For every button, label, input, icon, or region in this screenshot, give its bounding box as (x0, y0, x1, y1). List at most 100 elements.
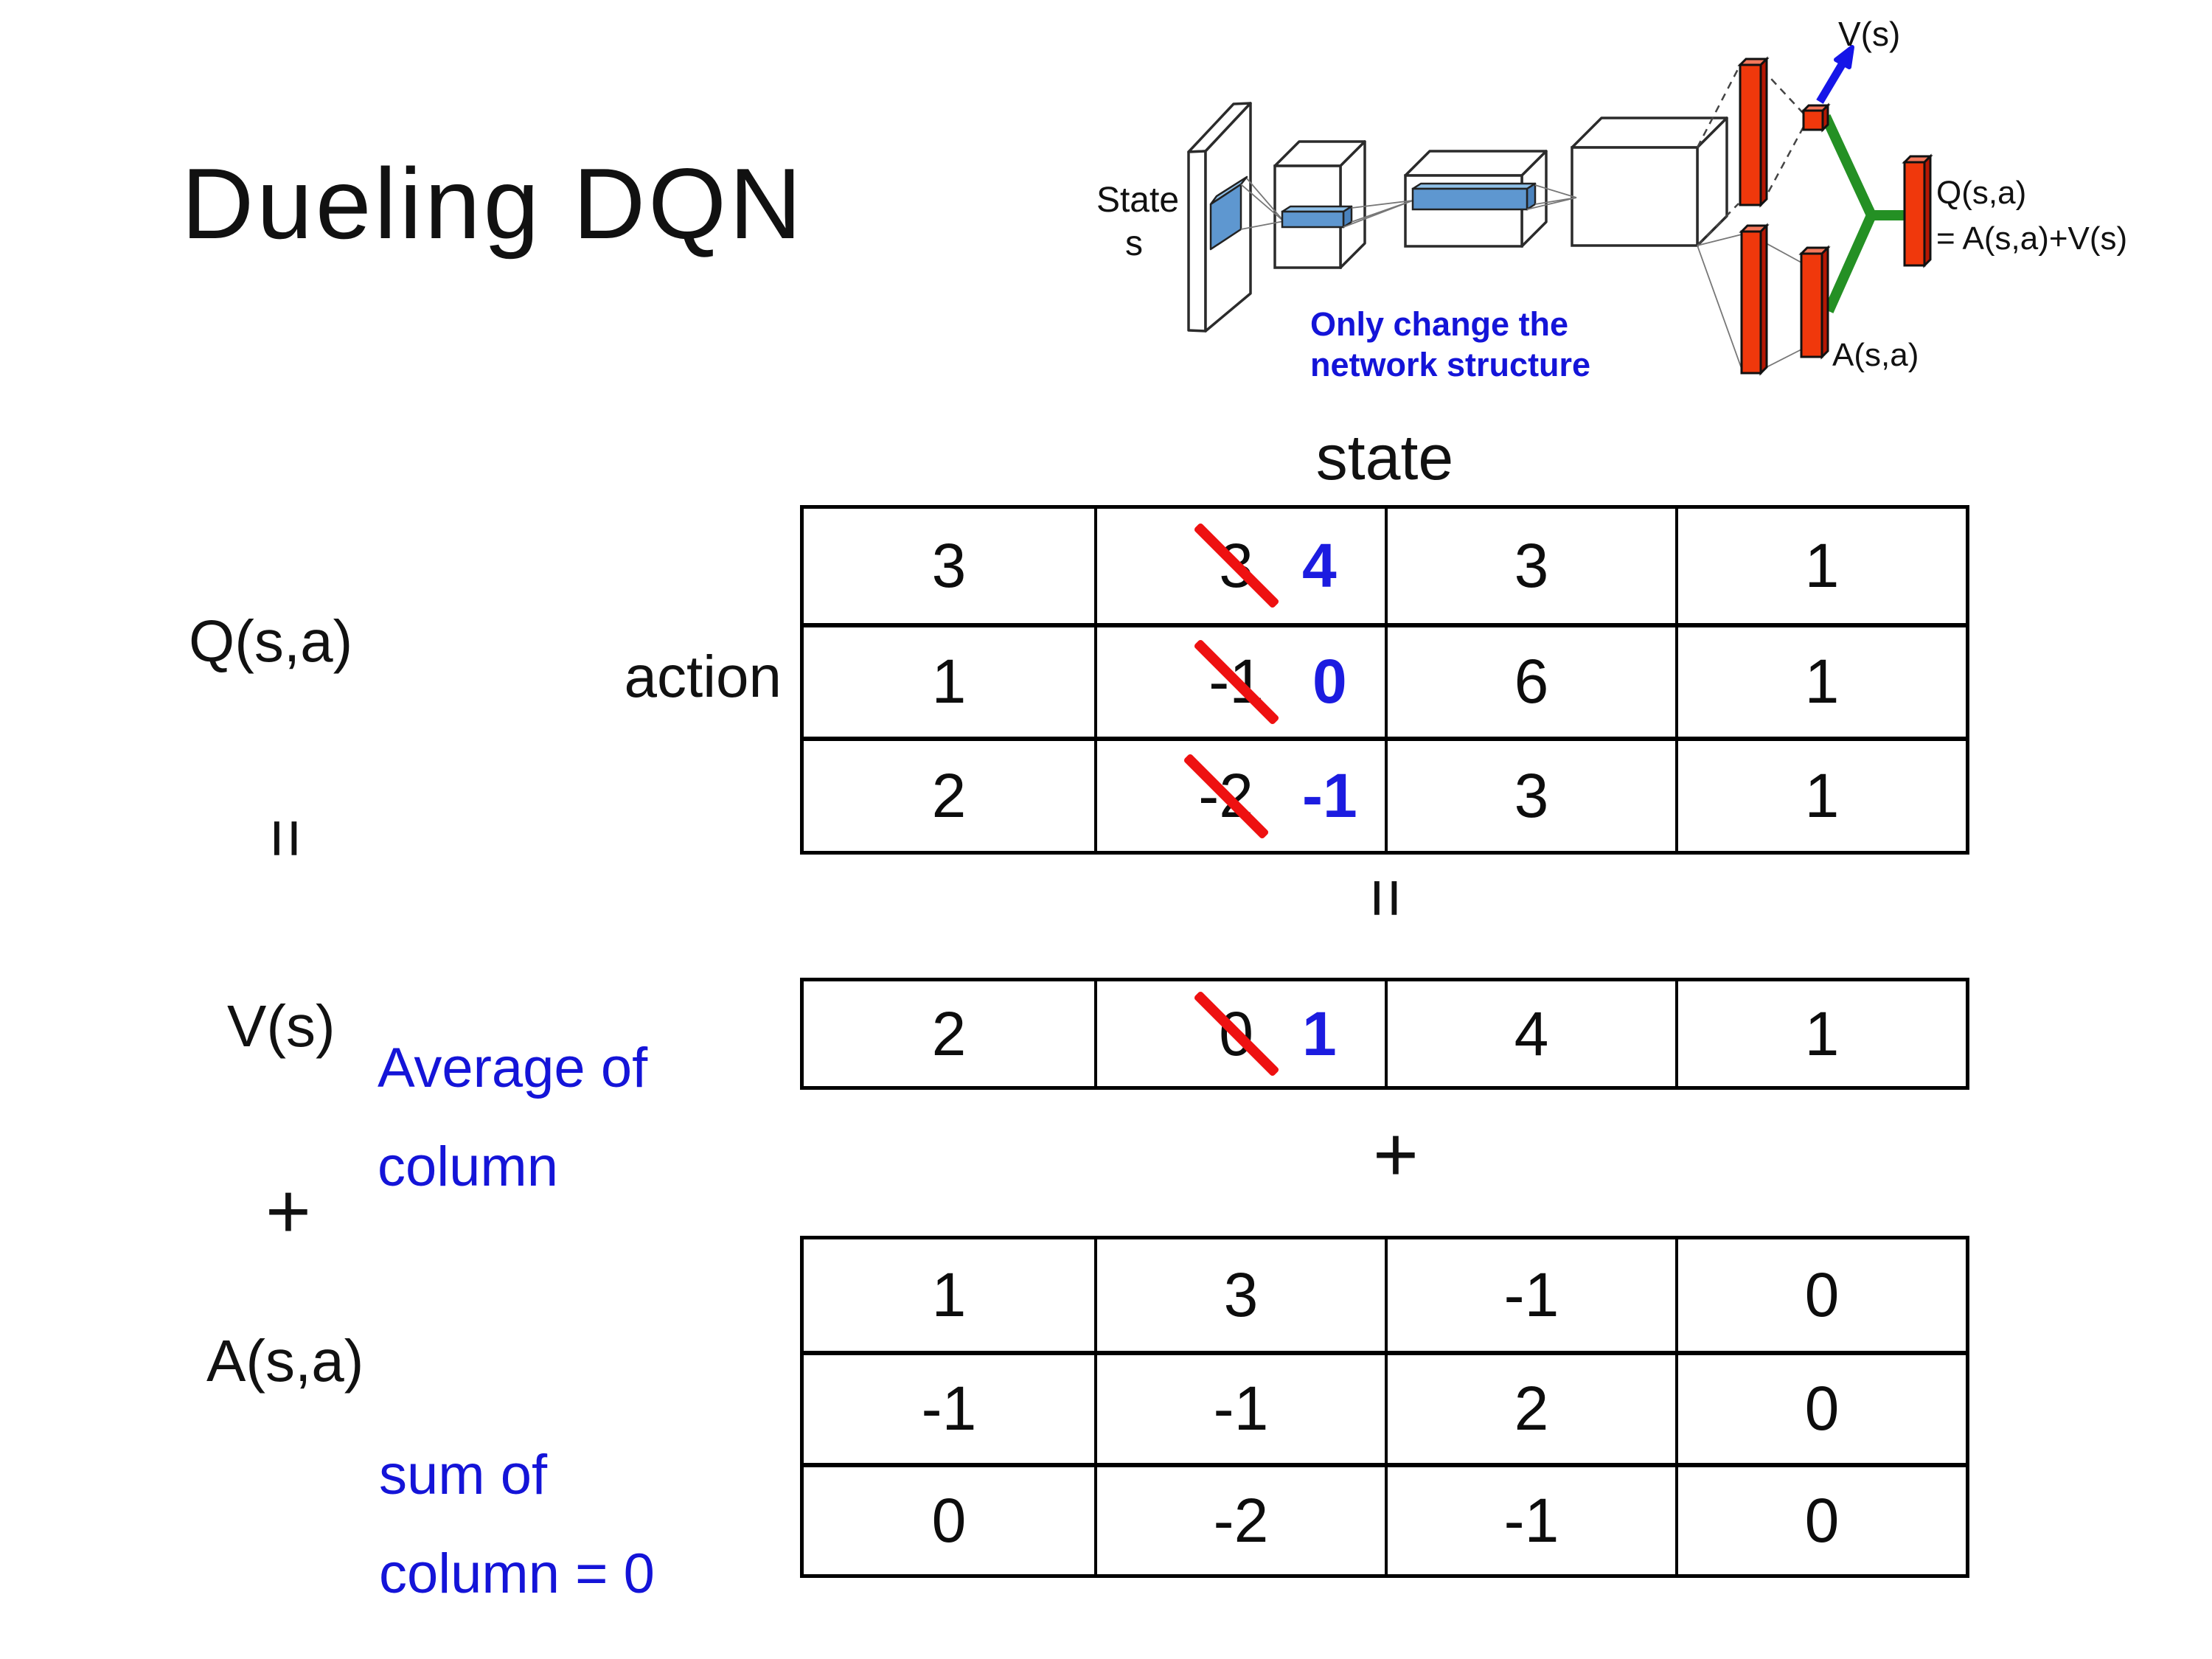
cell-value: 3 (1223, 1260, 1259, 1330)
matrix-cell: 0 (1675, 1239, 1966, 1352)
matrix-cell: 1 (1675, 509, 1966, 623)
matrix-cell: 0 (1675, 1462, 1966, 1574)
matrix-cell: 0 1 (1094, 981, 1385, 1086)
old-value-wrap: 3 (1192, 522, 1280, 610)
matrix-cell: -1 (1385, 1462, 1675, 1574)
cell-value: 1 (1804, 647, 1840, 717)
v-scalar-box (1801, 102, 1831, 133)
cell-value: 0 (1804, 1485, 1840, 1555)
cell-value: -1 (921, 1374, 977, 1444)
average-note: Average of column (378, 1019, 647, 1217)
diagram-state-label: State (1096, 181, 1179, 220)
new-value: 1 (1302, 998, 1337, 1068)
cell-value: 3 (1514, 761, 1549, 831)
plus-sign-left: + (265, 1167, 311, 1255)
diagram-a-label: A(s,a) (1832, 337, 1919, 373)
cell-value: 1 (1804, 530, 1840, 600)
matrix-cell: -1 (804, 1351, 1094, 1462)
q-output-bar (1902, 153, 1933, 268)
cell-value: 2 (931, 998, 967, 1068)
fan-lines-3 (1526, 184, 1577, 210)
sum-note: sum of column = 0 (379, 1426, 655, 1624)
average-note-line1: Average of (378, 1037, 648, 1099)
input-patch (1209, 175, 1248, 251)
average-note-line2: column (378, 1135, 558, 1198)
matrix-cell: 4 (1385, 981, 1675, 1086)
q-matrix: 3 3 4 3 1 1 -1 0 6 1 2 (800, 505, 1969, 855)
new-value: 4 (1302, 530, 1337, 600)
matrix-cell: 1 (1675, 981, 1966, 1086)
matrix-cell: -2 -1 (1094, 737, 1385, 851)
matrix-cell: 3 (1094, 1239, 1385, 1352)
matrix-cell: -1 (1094, 1351, 1385, 1463)
value-hidden-bar (1737, 56, 1770, 208)
fc-box (1571, 116, 1728, 247)
old-value-wrap: -2 (1182, 752, 1270, 840)
cell-value: -1 (1213, 1374, 1269, 1444)
sum-note-line1: sum of (379, 1444, 548, 1506)
matrix-cell: 1 (804, 1239, 1094, 1351)
diagram-note-line2: network structure (1310, 346, 1590, 383)
matrix-cell: 0 (1675, 1351, 1966, 1463)
cell-value: 6 (1514, 647, 1549, 717)
matrix-cell: 2 (1385, 1351, 1675, 1463)
cell-value: 0 (1804, 1260, 1840, 1330)
cell-value: -2 (1213, 1485, 1269, 1555)
matrix-cell: 2 (804, 981, 1094, 1086)
v-output-arrow-icon (1816, 45, 1854, 104)
plus-sign-mid: + (1373, 1110, 1419, 1198)
cell-value: -1 (1503, 1260, 1559, 1330)
q-matrix-label: Q(s,a) (189, 608, 353, 674)
a-output-bar (1798, 245, 1831, 360)
v-matrix-label: V(s) (227, 993, 335, 1059)
fan-lines-2 (1343, 200, 1413, 228)
diagram-q-label: Q(s,a) (1936, 175, 2026, 211)
cell-value: 4 (1514, 998, 1549, 1068)
diagram-state-s: s (1125, 224, 1143, 263)
cell-value: 0 (1804, 1374, 1840, 1444)
state-header: state (1315, 422, 1454, 493)
cell-value: 1 (1804, 998, 1840, 1068)
a-matrix-label: A(s,a) (206, 1328, 364, 1394)
value-pair: 0 1 (1192, 990, 1337, 1077)
conv-box-1 (1273, 140, 1366, 269)
feature-slab-1 (1281, 205, 1353, 229)
matrix-cell: -1 (1385, 1239, 1675, 1352)
matrix-cell: 3 (1385, 509, 1675, 623)
v-matrix: 2 0 1 4 1 (800, 978, 1969, 1090)
matrix-cell: 2 (804, 737, 1094, 851)
new-value: -1 (1302, 761, 1357, 831)
diagram-v-label: V(s) (1838, 15, 1900, 53)
cell-value: 1 (931, 1260, 967, 1330)
fan-lines-1 (1240, 178, 1284, 230)
matrix-cell: 0 (804, 1462, 1094, 1574)
equals-sign-mid: = (1348, 877, 1425, 919)
combine-connector (1820, 114, 1906, 313)
feature-slab-2 (1411, 182, 1537, 211)
cell-value: 1 (1804, 761, 1840, 831)
matrix-cell: 3 4 (1094, 509, 1385, 623)
matrix-cell: 1 (1675, 737, 1966, 851)
new-value: 0 (1312, 647, 1347, 717)
diagram-note-line1: Only change the (1310, 305, 1568, 343)
old-value-wrap: -1 (1192, 639, 1280, 726)
action-label: action (624, 644, 782, 709)
diagram-q-formula: = A(s,a)+V(s) (1936, 220, 2127, 257)
cell-value: 2 (1514, 1374, 1549, 1444)
cell-value: 3 (931, 530, 967, 600)
matrix-cell: -2 (1094, 1462, 1385, 1574)
matrix-cell: -1 0 (1094, 622, 1385, 737)
value-pair: -1 0 (1192, 639, 1347, 726)
sum-note-line2: column = 0 (379, 1543, 655, 1605)
matrix-cell: 1 (804, 622, 1094, 737)
old-value-wrap: 0 (1192, 990, 1280, 1077)
dashed-links (1696, 67, 1805, 246)
value-pair: -2 -1 (1182, 752, 1357, 840)
network-diagram: State s V(s) Q(s,a) = A(s,a)+V(s) A(s,a)… (1096, 15, 2127, 383)
matrix-cell: 6 (1385, 622, 1675, 737)
cell-value: -1 (1503, 1485, 1559, 1555)
advantage-hidden-bar (1739, 223, 1770, 376)
cell-value: 0 (931, 1485, 967, 1555)
value-pair: 3 4 (1192, 522, 1337, 610)
